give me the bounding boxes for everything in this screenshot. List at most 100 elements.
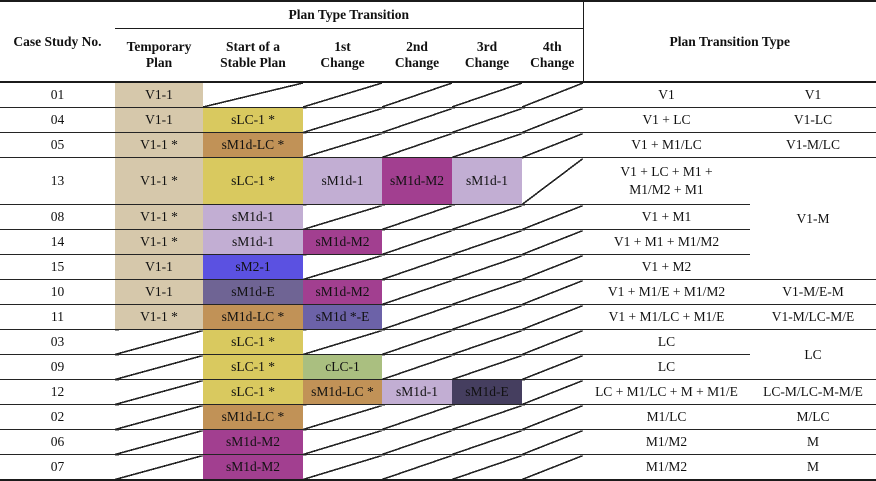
plan-transition-type-group: LC: [750, 329, 876, 380]
empty-cell-diagonal: [382, 82, 452, 108]
header-line: Change: [530, 55, 575, 70]
empty-cell-diagonal: [452, 204, 522, 230]
plan-cell: sLC-1 *: [203, 157, 303, 205]
case-study-number: 05: [0, 132, 115, 158]
case-study-number: 15: [0, 254, 115, 280]
plan-cell: sM1d-E: [452, 379, 522, 405]
empty-cell-diagonal: [522, 132, 583, 158]
empty-cell-diagonal: [452, 132, 522, 158]
plan-cell: sM1d-M2: [303, 229, 382, 255]
plan-transition-type-group: M/LC: [750, 404, 876, 430]
plan-cell: sM1d-M2: [303, 279, 382, 305]
empty-cell-diagonal: [382, 204, 452, 230]
empty-cell-diagonal: [452, 404, 522, 430]
empty-cell-diagonal: [522, 107, 583, 133]
plan-transition-value: M1/M2: [583, 429, 750, 455]
empty-cell-diagonal: [522, 454, 583, 481]
empty-cell-diagonal: [303, 132, 382, 158]
case-study-number: 09: [0, 354, 115, 380]
case-study-number: 01: [0, 82, 115, 108]
header-line: Change: [320, 55, 365, 70]
plan-cell: sM1d-M2: [203, 429, 303, 455]
header-3rd-change: 3rd Change: [452, 28, 522, 83]
plan-cell: sM2-1: [203, 254, 303, 280]
header-plan-type-transition: Plan Type Transition: [115, 1, 583, 29]
empty-cell-diagonal: [303, 107, 382, 133]
empty-cell-diagonal: [303, 454, 382, 481]
plan-transition-value: LC: [583, 329, 750, 355]
empty-cell-diagonal: [115, 379, 203, 405]
plan-transition-type-group: LC-M/LC-M-M/E: [750, 379, 876, 405]
plan-transition-type-group: V1-M: [750, 157, 876, 280]
plan-cell: sM1d-M2: [382, 157, 452, 205]
empty-cell-diagonal: [115, 329, 203, 355]
case-study-number: 08: [0, 204, 115, 230]
plan-cell: V1-1 *: [115, 304, 203, 330]
header-line: 3rd: [476, 39, 498, 55]
empty-cell-diagonal: [303, 429, 382, 455]
plan-transition-value: V1 + M1/E + M1/M2: [583, 279, 750, 305]
plan-cell: sM1d-LC *: [203, 404, 303, 430]
plan-cell: sM1d-LC *: [303, 379, 382, 405]
header-case-study-no: Case Study No.: [0, 1, 115, 83]
empty-cell-diagonal: [115, 354, 203, 380]
empty-cell-diagonal: [452, 329, 522, 355]
case-study-number: 03: [0, 329, 115, 355]
plan-transition-value: LC: [583, 354, 750, 380]
header-line: Plan: [145, 55, 173, 70]
plan-cell: V1-1 *: [115, 132, 203, 158]
header-2nd-change: 2nd Change: [382, 28, 452, 83]
plan-transition-value: V1 + M1 + M1/M2: [583, 229, 750, 255]
empty-cell-diagonal: [382, 254, 452, 280]
empty-cell-diagonal: [452, 429, 522, 455]
case-study-number: 12: [0, 379, 115, 405]
plan-cell: sM1d-LC *: [203, 132, 303, 158]
case-study-number: 04: [0, 107, 115, 133]
plan-cell: cLC-1: [303, 354, 382, 380]
empty-cell-diagonal: [522, 82, 583, 108]
empty-cell-diagonal: [522, 254, 583, 280]
empty-cell-diagonal: [382, 304, 452, 330]
empty-cell-diagonal: [522, 229, 583, 255]
header-line: Stable Plan: [220, 55, 286, 70]
plan-transition-value: V1 + M1/LC: [583, 132, 750, 158]
empty-cell-diagonal: [382, 132, 452, 158]
plan-transition-type-group: M: [750, 429, 876, 455]
header-start-stable-plan: Start of a Stable Plan: [203, 28, 303, 83]
plan-transition-value: V1: [583, 82, 750, 108]
empty-cell-diagonal: [452, 354, 522, 380]
plan-transition-type-group: M: [750, 454, 876, 481]
plan-transition-value: LC + M1/LC + M + M1/E: [583, 379, 750, 405]
empty-cell-diagonal: [382, 354, 452, 380]
empty-cell-diagonal: [382, 279, 452, 305]
plan-transition-value: V1 + M2: [583, 254, 750, 280]
plan-cell: V1-1 *: [115, 204, 203, 230]
plan-cell: sM1d-E: [203, 279, 303, 305]
empty-cell-diagonal: [452, 254, 522, 280]
empty-cell-diagonal: [203, 82, 303, 108]
plan-transition-value: V1 + LC: [583, 107, 750, 133]
empty-cell-diagonal: [452, 82, 522, 108]
empty-cell-diagonal: [452, 304, 522, 330]
plan-cell: V1-1: [115, 279, 203, 305]
empty-cell-diagonal: [522, 157, 583, 205]
plan-transition-type-group: V1-M/LC-M/E: [750, 304, 876, 330]
empty-cell-diagonal: [382, 404, 452, 430]
empty-cell-diagonal: [522, 429, 583, 455]
plan-transition-value: V1 + M1/LC + M1/E: [583, 304, 750, 330]
empty-cell-diagonal: [303, 82, 382, 108]
empty-cell-diagonal: [522, 379, 583, 405]
